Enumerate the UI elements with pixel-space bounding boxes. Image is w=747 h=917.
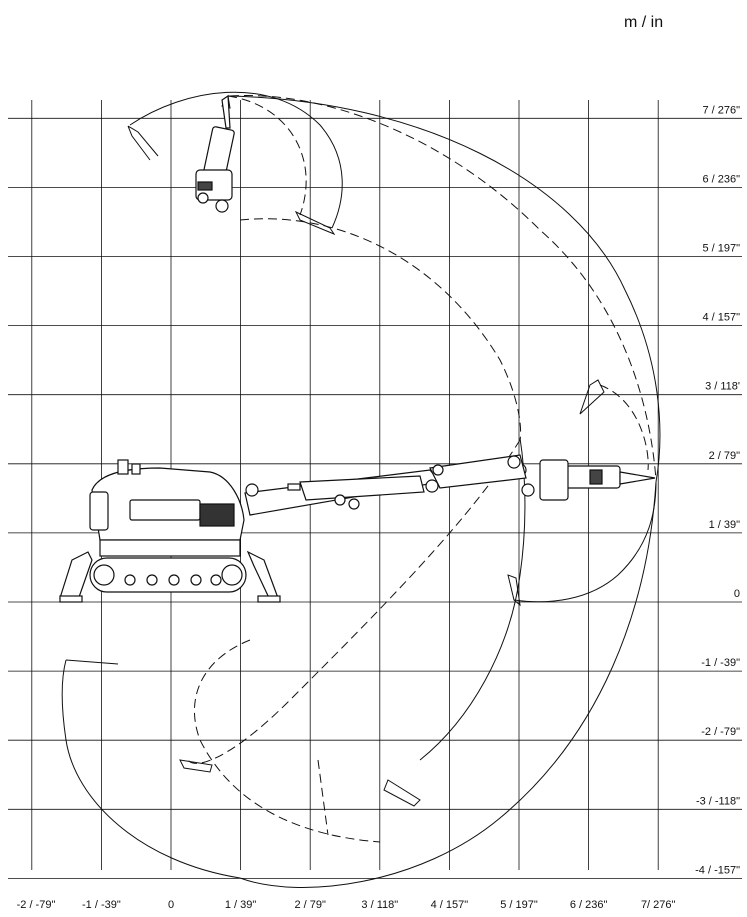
x-tick-label: 4 / 157" xyxy=(431,899,469,911)
y-tick-label: -3 / -118" xyxy=(696,795,740,807)
boom-arm xyxy=(244,454,527,516)
bottom-left-arc xyxy=(61,659,241,879)
machine-body xyxy=(89,459,245,557)
left-arc xyxy=(129,91,343,229)
tool-tips xyxy=(65,94,605,807)
reach-envelope-dashed xyxy=(187,95,657,843)
x-tick-label: -1 / -39" xyxy=(82,899,121,911)
front-breaker-tool xyxy=(513,459,656,501)
x-tick-label: 2 / 79" xyxy=(294,899,326,911)
y-tick-label: -2 / -79" xyxy=(701,726,740,738)
tool-tip-top-left xyxy=(127,125,159,161)
x-tick-label: 6 / 236" xyxy=(570,899,608,911)
y-axis-labels: 7 / 276" 6 / 236" 5 / 197" 4 / 157" 3 / 118'… xyxy=(695,104,740,876)
x-tick-label: 7/ 276" xyxy=(641,899,676,911)
dashed-outer-arc xyxy=(229,95,657,481)
y-tick-label: 7 / 276" xyxy=(702,104,740,116)
y-tick-label: 4 / 157" xyxy=(702,312,740,324)
x-axis-labels: -2 / -79" -1 / -39" 0 1 / 39" 2 / 79" 3 / 118… xyxy=(17,899,676,911)
dashed-vertical xyxy=(317,759,329,836)
dashed-lower-arc xyxy=(193,639,381,843)
units-label: m / in xyxy=(624,14,664,31)
dashed-mid-arc xyxy=(239,218,522,441)
outer-reach-arc-upper xyxy=(227,95,661,483)
inner-lower-arc xyxy=(513,481,657,603)
tool-tip-right xyxy=(579,379,605,415)
x-tick-label: 1 / 39" xyxy=(225,899,257,911)
tool-tip-far-left xyxy=(65,659,119,665)
x-tick-label: 3 / 118" xyxy=(361,899,398,911)
machine-tracks xyxy=(89,557,247,593)
y-tick-label: 2 / 79" xyxy=(709,450,741,462)
outer-reach-arc-lower xyxy=(239,481,657,888)
outriggers xyxy=(59,550,281,603)
y-tick-label: -1 / -39" xyxy=(701,657,740,669)
x-tick-label: 0 xyxy=(168,899,174,911)
y-tick-label: 1 / 39" xyxy=(709,519,741,531)
tool-tip-mid xyxy=(294,210,336,236)
y-tick-label: 3 / 118' xyxy=(705,381,740,393)
tool-tip-lower-right xyxy=(383,779,421,807)
dashed-top-arc xyxy=(227,95,307,216)
tool-tip-lower-left xyxy=(179,759,213,773)
y-tick-label: -4 / -157" xyxy=(695,864,740,876)
x-tick-label: 5 / 197" xyxy=(500,899,538,911)
y-tick-label: 0 xyxy=(734,588,740,600)
y-tick-label: 5 / 197" xyxy=(702,243,740,255)
dashed-right-arc xyxy=(599,384,649,471)
raised-breaker-tool xyxy=(195,94,235,213)
x-tick-label: -2 / -79" xyxy=(17,899,56,911)
grid xyxy=(8,100,742,879)
tool-tip-front-lower xyxy=(507,574,521,607)
y-tick-label: 6 / 236" xyxy=(702,173,740,185)
dashed-inner-arc xyxy=(187,439,521,764)
